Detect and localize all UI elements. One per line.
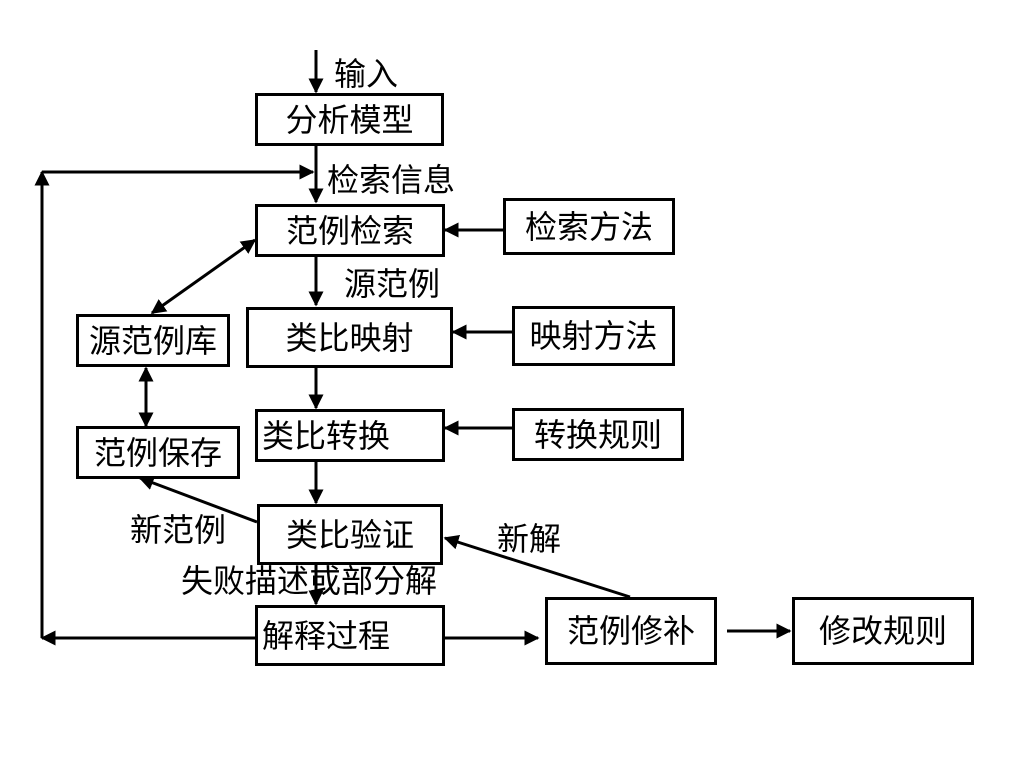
node-modify-rules: 修改规则 [792,597,974,665]
arrow-repair-to-verify [443,534,631,599]
node-case-repair: 范例修补 [545,597,717,665]
arrow-verify-to-save [138,475,258,524]
node-case-save: 范例保存 [76,426,240,479]
label-retrieval-info: 检索信息 [327,161,456,199]
label-new-case: 新范例 [130,511,227,549]
node-source-case-base: 源范例库 [76,314,230,367]
label-failure-desc: 失败描述或部分解 [181,562,438,600]
label-new-solution: 新解 [497,520,562,558]
node-retrieval-method: 检索方法 [503,198,675,255]
node-analogy-mapping: 类比映射 [246,307,453,368]
node-analogy-transform: 类比转换 [255,409,445,462]
arrow-base-retrieval [150,238,257,315]
node-case-retrieval: 范例检索 [255,204,445,257]
node-mapping-method: 映射方法 [512,306,675,366]
node-analogy-verify: 类比验证 [257,504,443,565]
node-explain-process: 解释过程 [255,605,445,666]
label-source-case: 源范例 [344,265,441,303]
node-analyze-model: 分析模型 [255,93,444,146]
node-transform-rules: 转换规则 [512,408,684,461]
label-input: 输入 [334,55,399,93]
